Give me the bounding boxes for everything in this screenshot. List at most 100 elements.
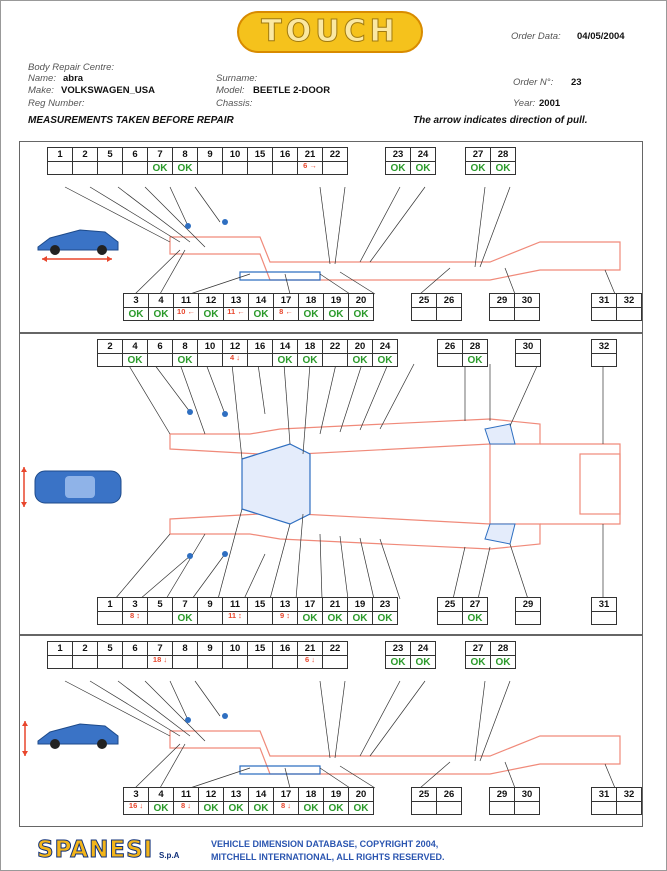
deviation-value xyxy=(592,354,616,366)
measurement-cell: 22 xyxy=(322,339,348,367)
point-number: 21 xyxy=(323,598,347,612)
year-value: 2001 xyxy=(539,98,561,109)
measurement-cell: 16 xyxy=(272,147,298,175)
ok-status: OK xyxy=(253,803,269,814)
deviation-value xyxy=(592,802,616,814)
frame-diagram-side-2 xyxy=(22,680,621,789)
deviation-value xyxy=(123,162,147,174)
logo-text: TOUCH xyxy=(261,14,399,50)
deviation-value xyxy=(592,612,616,624)
order-no-label: Order N°: xyxy=(513,77,554,88)
surname-label: Surname: xyxy=(216,73,258,84)
ok-status: OK xyxy=(127,355,143,366)
measurement-cell: 26 xyxy=(437,339,463,367)
point-number: 19 xyxy=(324,294,348,308)
point-number: 23 xyxy=(386,148,410,162)
point-number: 32 xyxy=(617,294,641,308)
spanesi-suffix: S.p.A xyxy=(159,851,180,860)
point-number: 2 xyxy=(73,642,97,656)
measurement-cell: 26 xyxy=(436,293,462,321)
measurement-cell: 6 xyxy=(122,147,148,175)
point-number: 28 xyxy=(491,642,515,656)
ok-status: OK xyxy=(303,803,319,814)
ok-status: OK xyxy=(353,803,369,814)
model-label: Model: xyxy=(216,85,245,96)
point-number: 26 xyxy=(437,294,461,308)
deviation-value: 4 ↓ xyxy=(229,353,240,362)
deviation-value xyxy=(490,802,514,814)
deviation-value xyxy=(617,308,641,320)
deviation-value xyxy=(73,656,97,668)
deviation-value: 8 ↓ xyxy=(180,801,191,810)
deviation-value xyxy=(98,354,122,366)
panel2-top-cells-c: 30 xyxy=(515,339,541,367)
measurement-cell: 30 xyxy=(514,293,540,321)
point-number: 6 xyxy=(123,148,147,162)
point-number: 1 xyxy=(98,598,122,612)
measurement-cell: 29 xyxy=(489,293,515,321)
point-number: 8 xyxy=(173,642,197,656)
ok-status: OK xyxy=(327,613,343,624)
measurement-cell: 25 xyxy=(437,597,463,625)
measurement-cell: 30 xyxy=(515,339,541,367)
measurement-cell: 32 xyxy=(616,787,642,815)
name-label: Name: xyxy=(28,73,56,84)
point-number: 12 xyxy=(199,788,223,802)
measurement-cell: 5 xyxy=(97,147,123,175)
point-number: 18 xyxy=(299,788,323,802)
deviation-value xyxy=(248,612,272,624)
point-number: 29 xyxy=(490,788,514,802)
order-date-value: 04/05/2004 xyxy=(577,31,625,42)
point-number: 17 xyxy=(298,598,322,612)
centre-label: Body Repair Centre: xyxy=(28,62,115,73)
measurement-cell: 16 xyxy=(272,641,298,669)
ok-status: OK xyxy=(203,803,219,814)
point-number: 15 xyxy=(248,598,272,612)
ok-status: OK xyxy=(390,163,406,174)
make-value: VOLKSWAGEN_USA xyxy=(61,85,155,96)
deviation-value xyxy=(223,656,247,668)
deviation-value xyxy=(438,354,462,366)
point-number: 3 xyxy=(123,598,147,612)
panel2-bottom-cells-d: 31 xyxy=(591,597,617,625)
point-number: 15 xyxy=(248,148,272,162)
deviation-value: 6 ↓ xyxy=(304,655,315,664)
measurement-cell: 25 xyxy=(411,787,437,815)
point-number: 5 xyxy=(98,148,122,162)
measurement-cell: 6 xyxy=(147,339,173,367)
measurement-cell: 1 xyxy=(97,597,123,625)
deviation-value xyxy=(515,802,539,814)
reg-number-label: Reg Number: xyxy=(28,98,85,109)
deviation-value xyxy=(173,656,197,668)
point-number: 19 xyxy=(348,598,372,612)
measurement-cell: 16 xyxy=(247,339,273,367)
measurement-cell: 10 xyxy=(197,339,223,367)
deviation-value xyxy=(148,354,172,366)
point-number: 22 xyxy=(323,340,347,354)
measurement-cell: 29 xyxy=(515,597,541,625)
ok-status: OK xyxy=(467,613,483,624)
point-number: 32 xyxy=(617,788,641,802)
